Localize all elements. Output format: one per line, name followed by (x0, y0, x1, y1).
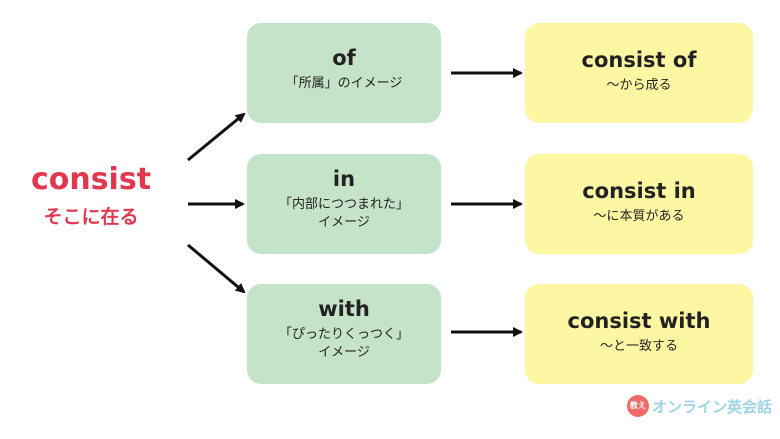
main-meaning: そこに在る (43, 206, 139, 228)
result-phrase: consist in (582, 179, 696, 203)
prep-label: with (318, 297, 370, 321)
prep-box-with: with 「ぴったりくっつく」 イメージ (247, 284, 441, 384)
prep-image-text: 「内部につつまれた」 (278, 197, 409, 212)
result-box-consist-of: consist of 〜から成る (525, 23, 753, 123)
main-word-node: consist そこに在る (16, 162, 166, 230)
prep-image-text: 「所属」のイメージ (285, 76, 403, 91)
arrow-layer (187, 68, 523, 337)
prep-box-of: of 「所属」のイメージ (247, 23, 441, 123)
result-meaning: 〜と一致する (599, 339, 678, 354)
prep-box-in: in 「内部につつまれた」 イメージ (247, 154, 441, 254)
prep-image-text: イメージ (318, 215, 370, 230)
arrow-main-to-of (187, 112, 246, 162)
prep-label: of (332, 46, 356, 70)
logo-badge: 教えて (626, 395, 649, 432)
result-phrase: consist with (567, 309, 711, 333)
result-box-consist-with: consist with 〜と一致する (525, 284, 753, 384)
diagram: consist そこに在る of 「所属」のイメージ in 「内部につつまれた」… (16, 23, 772, 432)
prep-image-text: イメージ (318, 345, 370, 360)
logo-text: オンライン英会話 (651, 397, 772, 416)
result-box-consist-in: consist in 〜に本質がある (525, 154, 753, 254)
site-logo: 教えて オンライン英会話 (626, 395, 772, 432)
prep-image-text: 「ぴったりくっつく」 (278, 327, 409, 342)
result-phrase: consist of (581, 48, 697, 72)
result-meaning: 〜に本質がある (593, 209, 685, 224)
result-meaning: 〜から成る (606, 78, 672, 93)
prep-label: in (332, 167, 356, 191)
arrow-main-to-with (187, 243, 246, 294)
main-word: consist (30, 162, 152, 197)
